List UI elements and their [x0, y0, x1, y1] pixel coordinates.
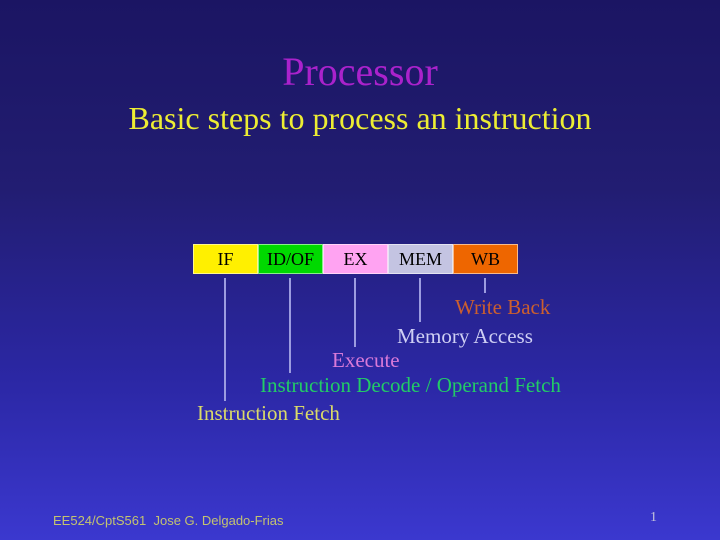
- stage-label-instruction-decode: Instruction Decode / Operand Fetch: [260, 373, 561, 397]
- connector-line-wb: [484, 278, 486, 293]
- stage-box-wb: WB: [453, 244, 518, 274]
- stage-label-memory-access: Memory Access: [397, 324, 533, 348]
- footer-text: EE524/CptS561 Jose G. Delgado-Frias: [53, 513, 284, 528]
- pipeline-stage-row: IF ID/OF EX MEM WB: [193, 244, 518, 274]
- stage-label-execute: Execute: [332, 348, 400, 372]
- stage-box-ex: EX: [323, 244, 388, 274]
- stage-box-mem: MEM: [388, 244, 453, 274]
- connector-line-if: [224, 278, 226, 401]
- stage-label-write-back: Write Back: [455, 295, 551, 319]
- stage-box-if: IF: [193, 244, 258, 274]
- stage-label-instruction-fetch: Instruction Fetch: [197, 401, 340, 425]
- slide-title: Processor: [282, 49, 438, 94]
- connector-line-idof: [289, 278, 291, 373]
- page-number: 1: [650, 510, 657, 525]
- stage-box-idof: ID/OF: [258, 244, 323, 274]
- slide-subtitle: Basic steps to process an instruction: [128, 100, 592, 136]
- connector-line-ex: [354, 278, 356, 347]
- connector-line-mem: [419, 278, 421, 322]
